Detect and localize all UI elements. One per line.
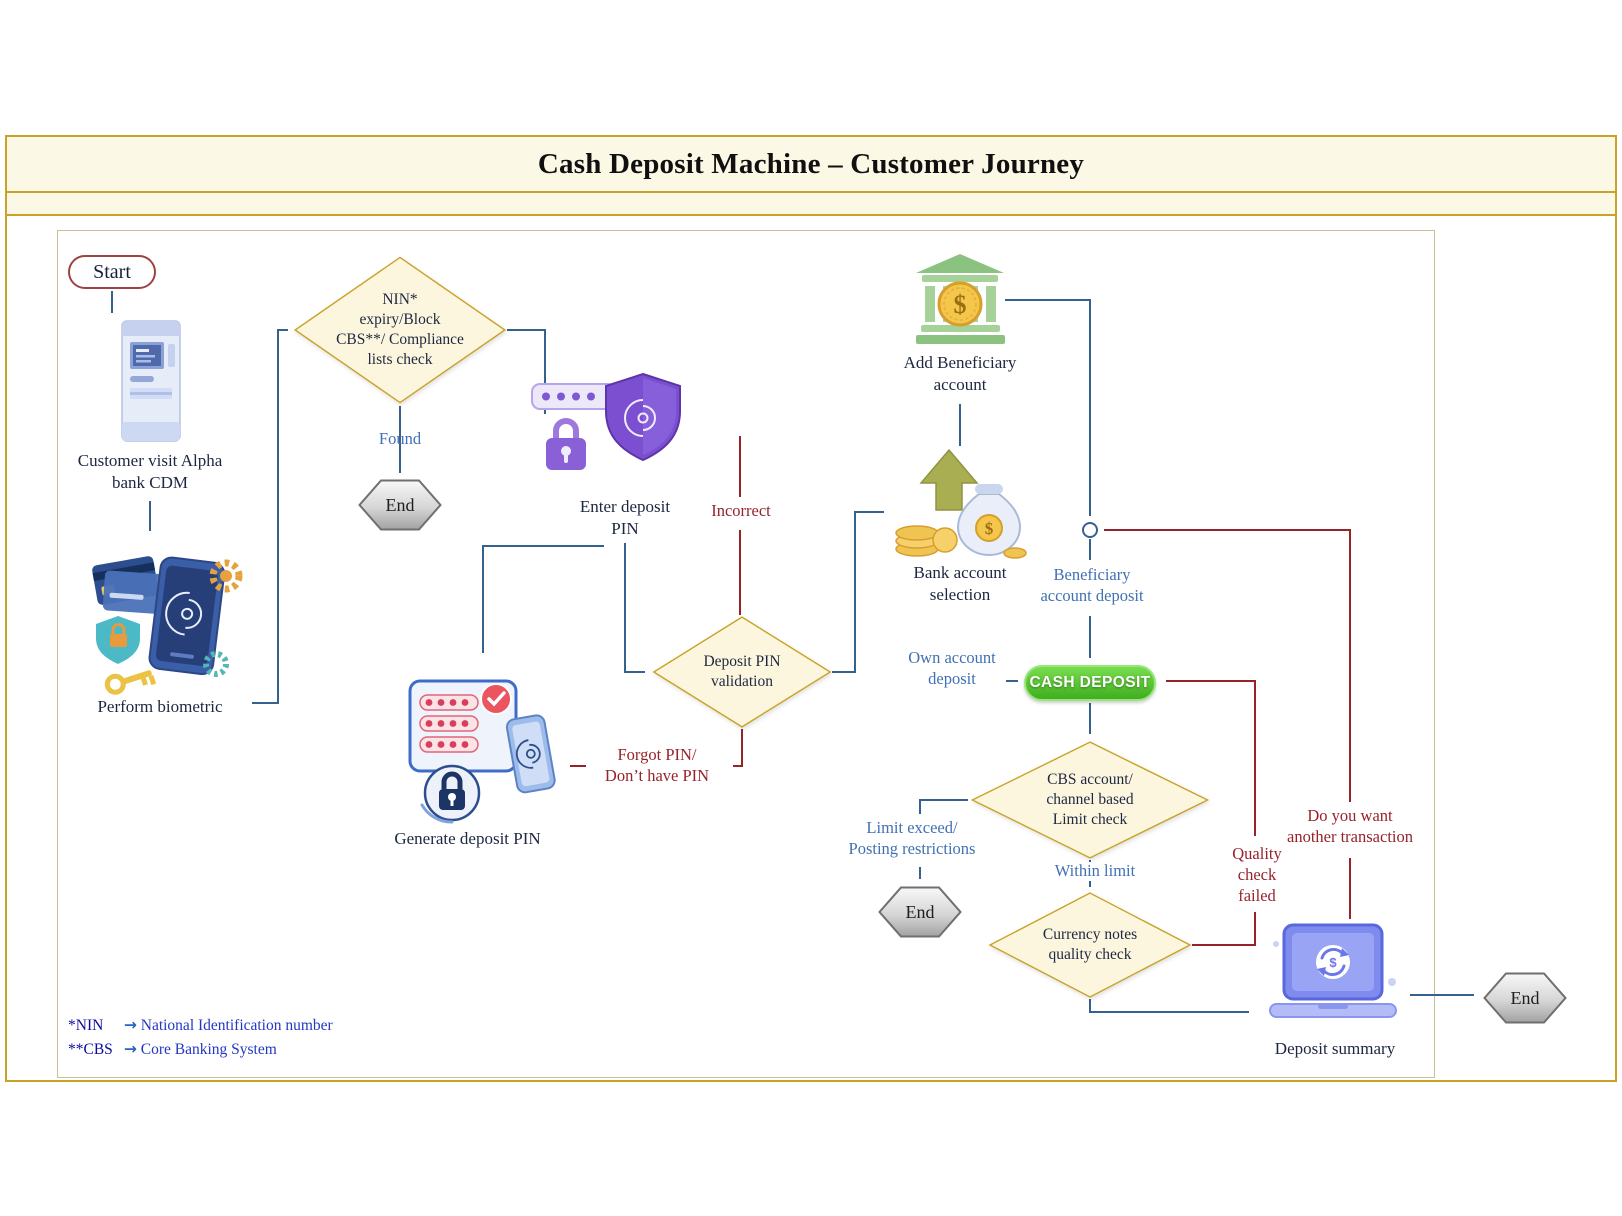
deposit-summary-illustration: $ xyxy=(1258,922,1408,1034)
biometric-illustration xyxy=(88,538,248,698)
diagram-title: Cash Deposit Machine – Customer Journey xyxy=(537,147,1085,180)
bank-building-icon: $ xyxy=(916,254,1005,344)
pin-validation-label: Deposit PIN validation xyxy=(703,652,781,690)
arrow-right-icon: → xyxy=(123,1016,137,1034)
incorrect-label: Incorrect xyxy=(711,501,771,520)
enter-pin-illustration xyxy=(530,372,685,497)
add-beneficiary-label: Add Beneficiary account xyxy=(903,353,1017,394)
dollar-icon: $ xyxy=(1329,955,1337,970)
nin-check-diamond: NIN* expiry/Block CBS**/ Compliance list… xyxy=(293,256,507,404)
generate-pin-illustration xyxy=(408,655,563,825)
footnote-cbs: **CBS → Core Banking System xyxy=(68,1040,277,1059)
customer-visit-label: Customer visit Alpha bank CDM xyxy=(77,451,223,492)
end-label: End xyxy=(905,901,935,922)
footnote-term: *NIN xyxy=(68,1017,104,1034)
limit-check-diamond: CBS account/ channel based Limit check xyxy=(970,741,1210,859)
bank-selection-label: Bank account selection xyxy=(913,563,1007,604)
enter-pin-label: Enter deposit PIN xyxy=(579,497,671,538)
deposit-summary-label: Deposit summary xyxy=(1274,1039,1396,1058)
own-account-label: Own account deposit xyxy=(908,648,996,689)
junction-connector xyxy=(1082,522,1098,538)
footnote-definition: Core Banking System xyxy=(140,1041,277,1058)
cash-deposit-button: CASH DEPOSIT xyxy=(1024,665,1156,701)
dollar-icon: $ xyxy=(985,519,994,538)
within-limit-label: Within limit xyxy=(1054,861,1136,880)
bank-selection-illustration: $ xyxy=(893,448,1027,560)
pin-shield-icon xyxy=(531,372,681,470)
hexagon-shape xyxy=(878,886,962,938)
cdm-machine-icon xyxy=(121,320,181,442)
nin-check-label: NIN* expiry/Block CBS**/ Compliance list… xyxy=(336,290,464,369)
footnote-definition: National Identification number xyxy=(140,1017,333,1034)
diamond-shape xyxy=(988,892,1192,998)
end-label: End xyxy=(385,494,415,515)
found-label: Found xyxy=(378,429,422,448)
biometric-phone-icon xyxy=(92,556,243,695)
cdm-machine-illustration xyxy=(95,318,207,446)
add-beneficiary-illustration: $ xyxy=(913,252,1008,352)
limit-check-label: CBS account/ channel based Limit check xyxy=(1046,770,1134,829)
money-bag-icon: $ xyxy=(895,448,1027,559)
another-transaction-label: Do you want another transaction xyxy=(1287,806,1413,847)
header-strip xyxy=(5,193,1617,216)
end-node-1: End xyxy=(358,479,442,531)
diamond-shape xyxy=(652,616,832,728)
generate-pin-label: Generate deposit PIN xyxy=(394,829,541,848)
cash-deposit-label: CASH DEPOSIT xyxy=(1029,674,1151,691)
footnote-nin: *NIN → National Identification number xyxy=(68,1016,333,1035)
title-band: Cash Deposit Machine – Customer Journey xyxy=(5,135,1617,193)
footnote-term: **CBS xyxy=(68,1041,113,1058)
dollar-icon: $ xyxy=(954,290,967,319)
laptop-summary-icon: $ xyxy=(1269,923,1397,1018)
perform-biometric-label: Perform biometric xyxy=(97,697,223,716)
start-label: Start xyxy=(93,260,131,283)
forgot-pin-label: Forgot PIN/ Don’t have PIN xyxy=(604,745,710,786)
quality-check-diamond: Currency notes quality check xyxy=(988,892,1192,998)
limit-exceed-label: Limit exceed/ Posting restrictions xyxy=(848,818,976,859)
arrow-right-icon: → xyxy=(123,1040,137,1058)
hexagon-shape xyxy=(358,479,442,531)
pin-validation-diamond: Deposit PIN validation xyxy=(652,616,832,728)
end-node-2: End xyxy=(878,886,962,938)
diamond-shape xyxy=(293,256,507,404)
end-label: End xyxy=(1510,987,1540,1008)
generate-pin-icon xyxy=(408,679,556,824)
quality-check-failed-label: Quality check failed xyxy=(1232,844,1282,906)
start-node: Start xyxy=(68,255,156,289)
end-node-3: End xyxy=(1483,972,1567,1024)
beneficiary-deposit-label: Beneficiary account deposit xyxy=(1040,565,1144,606)
hexagon-shape xyxy=(1483,972,1567,1024)
quality-check-label: Currency notes quality check xyxy=(1042,925,1138,963)
